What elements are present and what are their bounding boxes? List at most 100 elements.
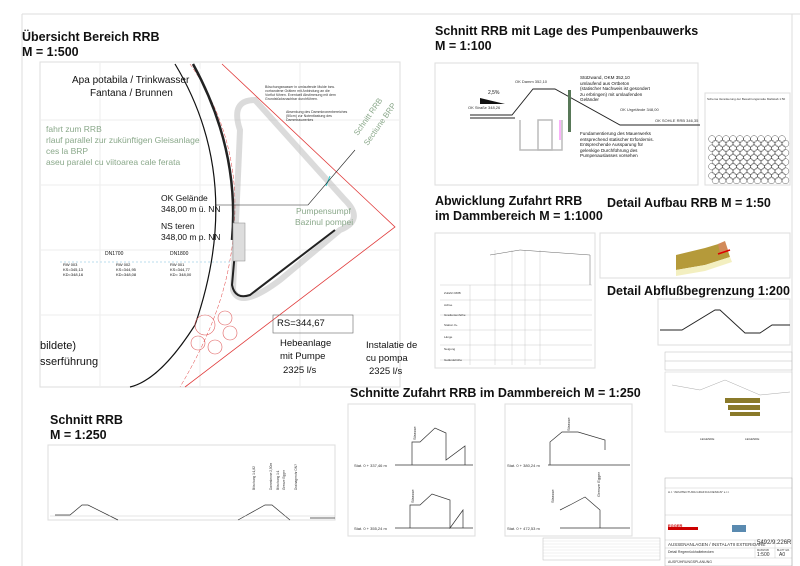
mesh-cell xyxy=(743,144,751,152)
mesh-cell xyxy=(729,172,737,180)
mesh-cell xyxy=(781,140,790,148)
mesh-cell xyxy=(743,153,751,162)
mesh-cell xyxy=(764,172,772,180)
pump-sump-label-ro: Bazinul pompei xyxy=(295,217,354,227)
pump-section-scale: M = 1:100 xyxy=(435,39,492,53)
mesh-cell xyxy=(711,158,720,166)
legend-title: Schema Verankerung der Bewehrungsmatte M… xyxy=(707,97,786,101)
access-sections-title: Schnitte Zufahrt RRB im Dammbereich M = … xyxy=(350,386,641,400)
mesh-cell xyxy=(746,149,755,157)
wall-note: Stützwand, OKM 352,10 umlaufend aus Ortb… xyxy=(580,75,650,103)
callout: Drainagerohr DN? xyxy=(294,464,298,490)
mesh-cell xyxy=(753,158,762,166)
mesh-cell xyxy=(767,140,776,148)
mesh-cell xyxy=(708,135,716,143)
mesh-cell xyxy=(746,140,755,148)
mesh-cell xyxy=(729,163,737,171)
overview-title: Übersicht Bereich RRB xyxy=(22,30,160,44)
mesh-cell xyxy=(722,135,730,143)
overview-scale: M = 1:500 xyxy=(22,45,79,59)
mesh-cell xyxy=(781,158,790,166)
callout: Böschung 1:1,82 xyxy=(252,466,256,490)
mesh-cell xyxy=(753,149,762,157)
road-label: Strasse xyxy=(412,426,417,440)
project-name: AUSSENANLAGEN / INSTALATII EXTERIOARE xyxy=(668,542,766,547)
mesh-cell xyxy=(708,172,716,180)
access-label-1: fahrt zum RRB xyxy=(46,124,102,134)
slope-label: 2,5% xyxy=(488,90,500,96)
mesh-cell xyxy=(736,144,744,152)
mesh-cell xyxy=(729,144,737,152)
pipe-dn: DN1800 xyxy=(170,251,189,257)
mesh-cell xyxy=(718,149,727,157)
detail-build-title: Detail Aufbau RRB M = 1:50 xyxy=(607,196,771,210)
mesh-cell xyxy=(753,140,762,148)
station-label: Stat. 0 + 380,24 m xyxy=(507,463,540,468)
mesh-cell xyxy=(722,153,730,162)
water-label: Apa potabila / Trinkwasser xyxy=(72,75,190,86)
mesh-cell xyxy=(774,158,783,166)
mesh-cell xyxy=(764,144,772,152)
table-row-label: Achse xyxy=(444,303,453,307)
mesh-cell xyxy=(750,153,758,162)
mesh-cell xyxy=(711,176,720,185)
installation-capacity: 2325 l/s xyxy=(369,366,403,377)
mesh-cell xyxy=(725,140,734,148)
development-title: Abwicklung Zufahrt RRB xyxy=(435,194,583,208)
legend-heading: LEGENDE xyxy=(745,437,760,441)
mesh-cell xyxy=(760,158,769,166)
mesh-cell xyxy=(736,135,744,143)
mesh-cell xyxy=(722,144,730,152)
mesh-cell xyxy=(764,163,772,171)
format-value: A0 xyxy=(779,552,786,558)
ns-teren-label: NS teren xyxy=(161,221,195,231)
mesh-cell xyxy=(725,149,734,157)
pump-label-2: mit Pumpe xyxy=(280,351,326,362)
ns-teren-value: 348,00 m p. NN xyxy=(161,232,221,242)
road-label: Strasse xyxy=(410,489,415,503)
detail-outflow-title: Detail Abflußbegrenzung 1:200 xyxy=(607,284,790,298)
table-row-label: Länge xyxy=(444,335,453,339)
mesh-cell xyxy=(760,140,769,148)
mesh-cell xyxy=(736,163,744,171)
mesh-cell xyxy=(760,167,769,175)
mesh-cell xyxy=(708,163,716,171)
mesh-cell xyxy=(729,135,737,143)
mesh-cell xyxy=(771,163,779,171)
callout: Grenze Egger xyxy=(282,470,286,490)
mesh-cell xyxy=(774,167,783,175)
mesh-cell xyxy=(718,140,727,148)
mesh-cell xyxy=(711,167,720,175)
scale-value: 1:500 xyxy=(757,552,770,558)
table-row-label: Zufahrt RRB xyxy=(444,291,461,295)
drawing-number: 5492/9.226R xyxy=(757,540,792,546)
mesh-cell xyxy=(743,172,751,180)
mesh-cell xyxy=(764,153,772,162)
mesh-cell xyxy=(771,153,779,162)
mesh-cell xyxy=(771,144,779,152)
mesh-cell xyxy=(732,140,741,148)
left-text-2: sserführung xyxy=(40,356,99,368)
mesh-cell xyxy=(732,149,741,157)
ok-urgelande-label: OK Urgelände 348,00 xyxy=(620,107,659,112)
mesh-cell xyxy=(778,163,786,171)
scale-label: MASSTAB xyxy=(757,549,769,552)
mesh-cell xyxy=(757,153,765,162)
client-logo: EGGER xyxy=(668,523,683,528)
mesh-cell xyxy=(725,176,734,185)
mesh-cell xyxy=(750,135,758,143)
mesh-cell xyxy=(708,153,716,162)
table-row-label: Geländehöhe xyxy=(444,358,463,362)
installation-label-1: Instalatie de xyxy=(366,340,418,351)
mesh-cell xyxy=(753,176,762,185)
pump-capacity: 2325 l/s xyxy=(283,365,317,376)
mesh-cell xyxy=(771,135,779,143)
mesh-cell xyxy=(715,172,723,180)
mesh-cell xyxy=(750,172,758,180)
pump-label-1: Hebeanlage xyxy=(280,338,332,349)
format-label: BLATT GR. xyxy=(777,549,790,552)
mesh-cell xyxy=(774,140,783,148)
mesh-cell xyxy=(767,167,776,175)
